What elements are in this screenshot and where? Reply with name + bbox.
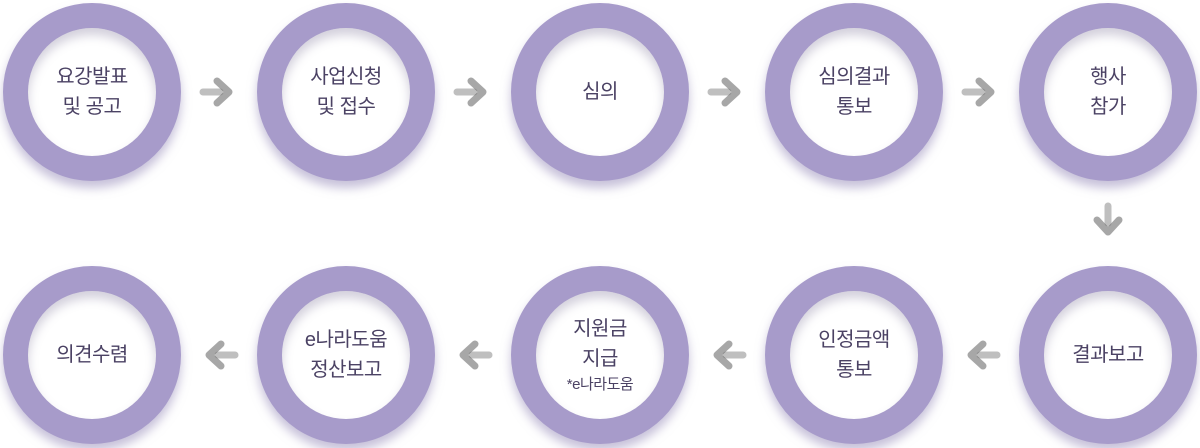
step-circle-3-face: 심의: [536, 28, 664, 156]
step-label-10: 의견수렴: [56, 340, 128, 370]
step-label-3: 심의: [582, 77, 618, 107]
step-label-line: 인정금액: [818, 329, 890, 351]
step-label-8: 지원금 지급 *e나라도움: [566, 314, 634, 396]
step-label-line: 결과보고: [1072, 344, 1144, 366]
step-circle-7: 인정금액 통보: [765, 266, 943, 444]
step-circle-3: 심의: [511, 3, 689, 181]
step-label-4: 심의결과 통보: [818, 62, 890, 122]
step-label-line: 심의: [582, 81, 618, 103]
step-label-5: 행사 참가: [1090, 62, 1126, 122]
step-circle-6: 결과보고: [1019, 266, 1197, 444]
step-label-2: 사업신청 및 접수: [310, 62, 382, 122]
step-circle-10-face: 의견수렴: [28, 291, 156, 419]
step-circle-4: 심의결과 통보: [765, 3, 943, 181]
arrow-right-icon: [961, 77, 995, 107]
step-label-6: 결과보고: [1072, 340, 1144, 370]
arrow-right-icon: [707, 77, 741, 107]
step-label-line: 심의결과: [818, 66, 890, 88]
arrow-left-icon: [967, 340, 1001, 370]
step-circle-6-face: 결과보고: [1044, 291, 1172, 419]
step-circle-7-face: 인정금액 통보: [790, 291, 918, 419]
arrow-down-icon: [1093, 202, 1123, 236]
step-label-7: 인정금액 통보: [818, 325, 890, 385]
step-circle-8-face: 지원금 지급 *e나라도움: [536, 291, 664, 419]
arrow-right-icon: [453, 77, 487, 107]
step-label-line: 지급: [582, 348, 618, 371]
step-label-line: 의견수렴: [56, 344, 128, 366]
step-label-line-note: *e나라도움: [566, 376, 634, 394]
step-label-line: 및 공고: [62, 96, 122, 118]
step-label-line: 통보: [836, 359, 872, 381]
step-circle-10: 의견수렴: [3, 266, 181, 444]
step-circle-1-face: 요강발표 및 공고: [28, 28, 156, 156]
step-circle-4-face: 심의결과 통보: [790, 28, 918, 156]
step-circle-1: 요강발표 및 공고: [3, 3, 181, 181]
arrow-right-icon: [199, 77, 233, 107]
step-circle-5-face: 행사 참가: [1044, 28, 1172, 156]
arrow-left-icon: [205, 340, 239, 370]
step-label-line: 통보: [836, 96, 872, 118]
step-label-line: 참가: [1090, 96, 1126, 118]
step-label-line: 사업신청: [310, 66, 382, 88]
step-circle-2: 사업신청 및 접수: [257, 3, 435, 181]
step-circle-9: e나라도움 정산보고: [257, 266, 435, 444]
step-label-line: 행사: [1090, 66, 1126, 88]
arrow-left-icon: [459, 340, 493, 370]
step-circle-5: 행사 참가: [1019, 3, 1197, 181]
step-label-9: e나라도움 정산보고: [304, 325, 388, 385]
step-circle-2-face: 사업신청 및 접수: [282, 28, 410, 156]
step-circle-8: 지원금 지급 *e나라도움: [511, 266, 689, 444]
arrow-left-icon: [713, 340, 747, 370]
step-label-line: 요강발표: [56, 66, 128, 88]
step-label-line: 지원금: [573, 318, 627, 341]
step-label-1: 요강발표 및 공고: [56, 62, 128, 122]
step-circle-9-face: e나라도움 정산보고: [282, 291, 410, 419]
step-label-line: e나라도움: [304, 329, 388, 351]
step-label-line: 정산보고: [310, 359, 382, 381]
step-label-line: 및 접수: [316, 96, 376, 118]
